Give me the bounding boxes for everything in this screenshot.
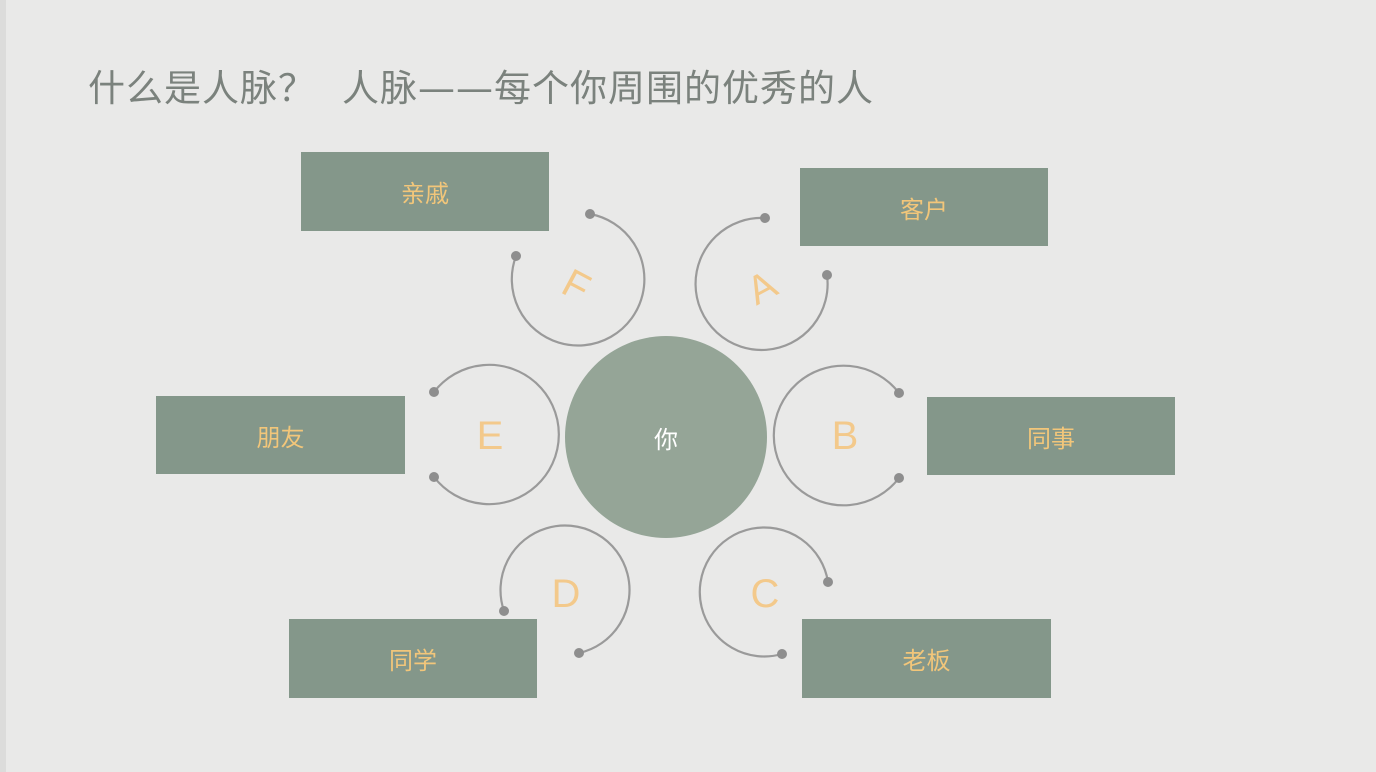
box-client: 客户 bbox=[800, 168, 1048, 246]
box-colleague-label: 同事 bbox=[1027, 424, 1075, 453]
box-boss-label: 老板 bbox=[902, 647, 951, 675]
box-boss: 老板 bbox=[802, 619, 1051, 698]
letter-c: C bbox=[750, 571, 780, 616]
arc-b bbox=[772, 364, 900, 507]
arc-a-dot-1 bbox=[760, 213, 770, 223]
arc-c-dot-2 bbox=[777, 649, 787, 659]
arc-a bbox=[694, 216, 829, 352]
box-friend: 朋友 bbox=[156, 396, 405, 474]
letter-b: B bbox=[831, 413, 859, 458]
center-circle-you: 你 bbox=[565, 336, 767, 538]
letter-e: E bbox=[476, 413, 504, 458]
arc-f-dot-1 bbox=[585, 209, 595, 219]
arc-e-dot-2 bbox=[429, 472, 439, 482]
arc-d-dot-2 bbox=[574, 648, 584, 658]
title-answer: 人脉——每个你周围的优秀的人 bbox=[342, 67, 874, 110]
arc-f-dot-2 bbox=[511, 251, 521, 261]
center-label: 你 bbox=[654, 425, 678, 454]
arc-b-dot-2 bbox=[894, 473, 904, 483]
box-classmate: 同学 bbox=[289, 619, 537, 698]
box-classmate-label: 同学 bbox=[389, 647, 437, 675]
arc-e-dot-1 bbox=[429, 387, 439, 397]
box-friend-label: 朋友 bbox=[256, 423, 305, 452]
arc-e bbox=[433, 363, 560, 506]
box-relatives: 亲戚 bbox=[301, 152, 549, 231]
arc-f bbox=[510, 212, 646, 347]
arc-d-dot-1 bbox=[499, 606, 509, 616]
slide-title: 什么是人脉？ 人脉——每个你周围的优秀的人 bbox=[88, 58, 874, 112]
arc-a-dot-2 bbox=[822, 270, 832, 280]
letter-d: D bbox=[551, 571, 581, 616]
arc-c-dot-1 bbox=[823, 577, 833, 587]
box-relatives-label: 亲戚 bbox=[401, 180, 449, 208]
box-client-label: 客户 bbox=[900, 195, 948, 224]
box-colleague: 同事 bbox=[927, 397, 1175, 475]
slide-edge bbox=[0, 0, 6, 772]
title-question: 什么是人脉？ bbox=[88, 67, 316, 110]
arc-b-dot-1 bbox=[894, 388, 904, 398]
arc-d bbox=[499, 524, 631, 655]
arc-c bbox=[698, 526, 830, 658]
